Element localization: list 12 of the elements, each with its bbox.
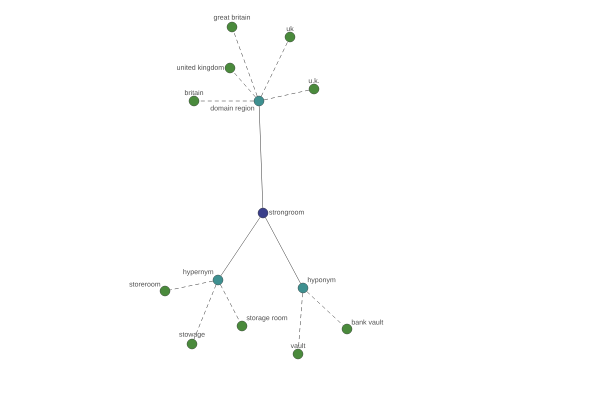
- connector-line: [261, 41, 288, 97]
- connector-line: [220, 284, 240, 322]
- connector-line: [233, 72, 256, 98]
- connector-line: [220, 217, 260, 276]
- connector-line: [306, 291, 344, 326]
- connector-line: [199, 100, 254, 102]
- connector-line: [194, 284, 216, 340]
- connector-line: [258, 106, 264, 208]
- connector-line: [234, 32, 258, 96]
- connector-line: [264, 90, 310, 100]
- connector-line: [265, 217, 301, 284]
- connector-line: [170, 280, 214, 290]
